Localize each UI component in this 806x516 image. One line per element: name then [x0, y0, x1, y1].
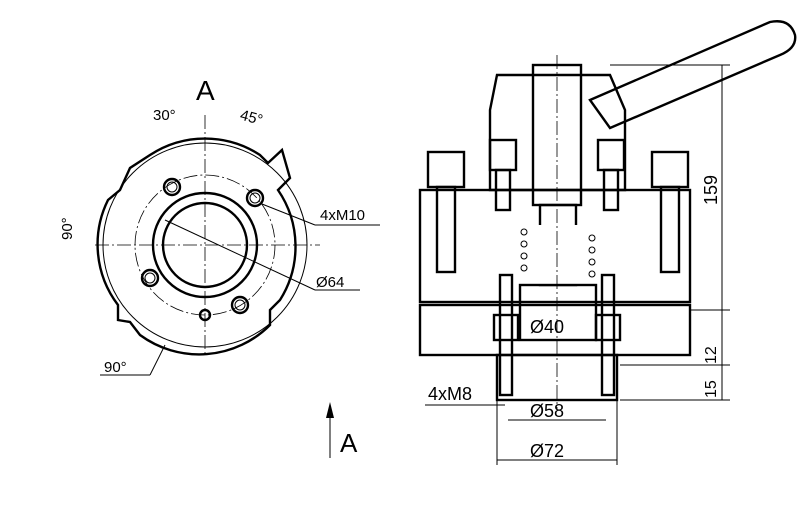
angle-30: 30° — [153, 107, 176, 124]
main-body — [418, 188, 692, 304]
spring — [518, 225, 598, 285]
cap-screws — [426, 138, 690, 397]
svg-text:A: A — [340, 428, 358, 458]
view-arrow-a: A — [326, 402, 358, 458]
outer-dia: Ø72 — [530, 441, 564, 461]
handle — [588, 20, 797, 130]
angle-90-left: 90° — [59, 217, 76, 240]
pilot — [495, 353, 619, 402]
dimensions — [425, 64, 730, 465]
height-dim: 159 — [701, 175, 721, 205]
leader-d64 — [164, 219, 316, 291]
bolt-holes — [140, 177, 265, 322]
thread-m10-label: 4xM10 — [320, 207, 365, 224]
angle-90-bottom: 90° — [104, 359, 127, 376]
flange-outline — [96, 137, 297, 356]
pilot-dia: Ø58 — [530, 401, 564, 421]
thread-m8-label: 4xM8 — [428, 384, 472, 404]
section-label-a: A — [196, 75, 215, 106]
angle-45: 45° — [238, 107, 264, 129]
bolt-circle-dia: Ø64 — [316, 274, 344, 291]
bore-dia: Ø40 — [530, 317, 564, 337]
view-a: A 30° 45° 90° 90° 4xM10 Ø64 — [59, 75, 380, 376]
section-view: Ø40 4xM8 Ø58 Ø72 159 12 15 — [418, 20, 797, 465]
dim-15: 15 — [703, 380, 720, 398]
dim-12: 12 — [703, 346, 720, 364]
leader-m10 — [261, 203, 316, 226]
